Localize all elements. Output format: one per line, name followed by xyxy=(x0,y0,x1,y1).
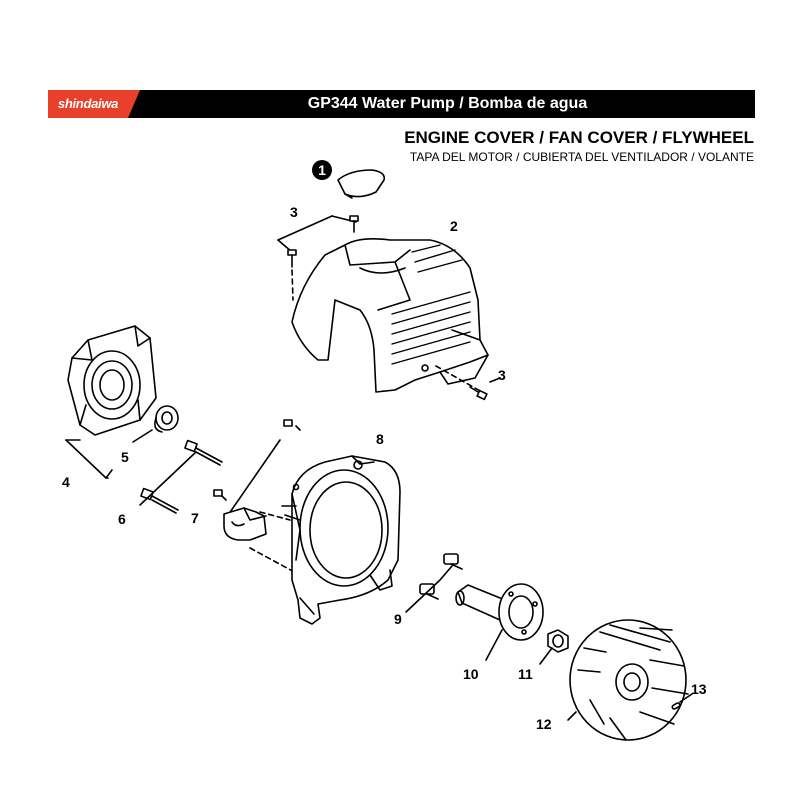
part-13-key xyxy=(671,693,693,710)
section-subtitle: TAPA DEL MOTOR / CUBIERTA DEL VENTILADOR… xyxy=(409,150,754,164)
part-7-screws-switch xyxy=(213,419,301,575)
header-bar xyxy=(48,90,755,118)
brand-logo: shindaiwa xyxy=(48,90,140,118)
callout-3-right: 3 xyxy=(498,367,506,383)
part-5-bearing xyxy=(132,405,179,443)
section-title: ENGINE COVER / FAN COVER / FLYWHEEL xyxy=(404,128,754,147)
callout-4: 4 xyxy=(62,474,70,490)
part-3-screw-right xyxy=(435,365,501,401)
callout-12: 12 xyxy=(536,716,552,732)
part-12-flywheel xyxy=(567,619,689,741)
part-11-nut xyxy=(539,629,569,665)
callout-2: 2 xyxy=(450,218,458,234)
part-2-engine-cover xyxy=(291,238,489,393)
callout-9: 9 xyxy=(394,611,402,627)
part-8-fan-cover xyxy=(281,455,401,625)
part-9-screws xyxy=(405,553,463,613)
part-10-shaft xyxy=(455,583,544,661)
part-4-housing xyxy=(65,325,157,479)
callout-5: 5 xyxy=(121,449,129,465)
callout-1: 1 xyxy=(318,162,326,178)
callout-13: 13 xyxy=(691,681,707,697)
part-6-bolts xyxy=(139,439,223,514)
callout-8: 8 xyxy=(376,431,384,447)
callout-1-marker: 1 xyxy=(312,160,332,180)
callout-6: 6 xyxy=(118,511,126,527)
page-title: GP344 Water Pump / Bomba de agua xyxy=(307,95,588,112)
callout-7: 7 xyxy=(191,510,199,526)
callout-3-top: 3 xyxy=(290,204,298,220)
callout-11: 11 xyxy=(518,666,533,682)
callout-10: 10 xyxy=(463,666,479,682)
part-1-cap xyxy=(337,169,386,199)
part-3-screws-top xyxy=(277,215,359,301)
